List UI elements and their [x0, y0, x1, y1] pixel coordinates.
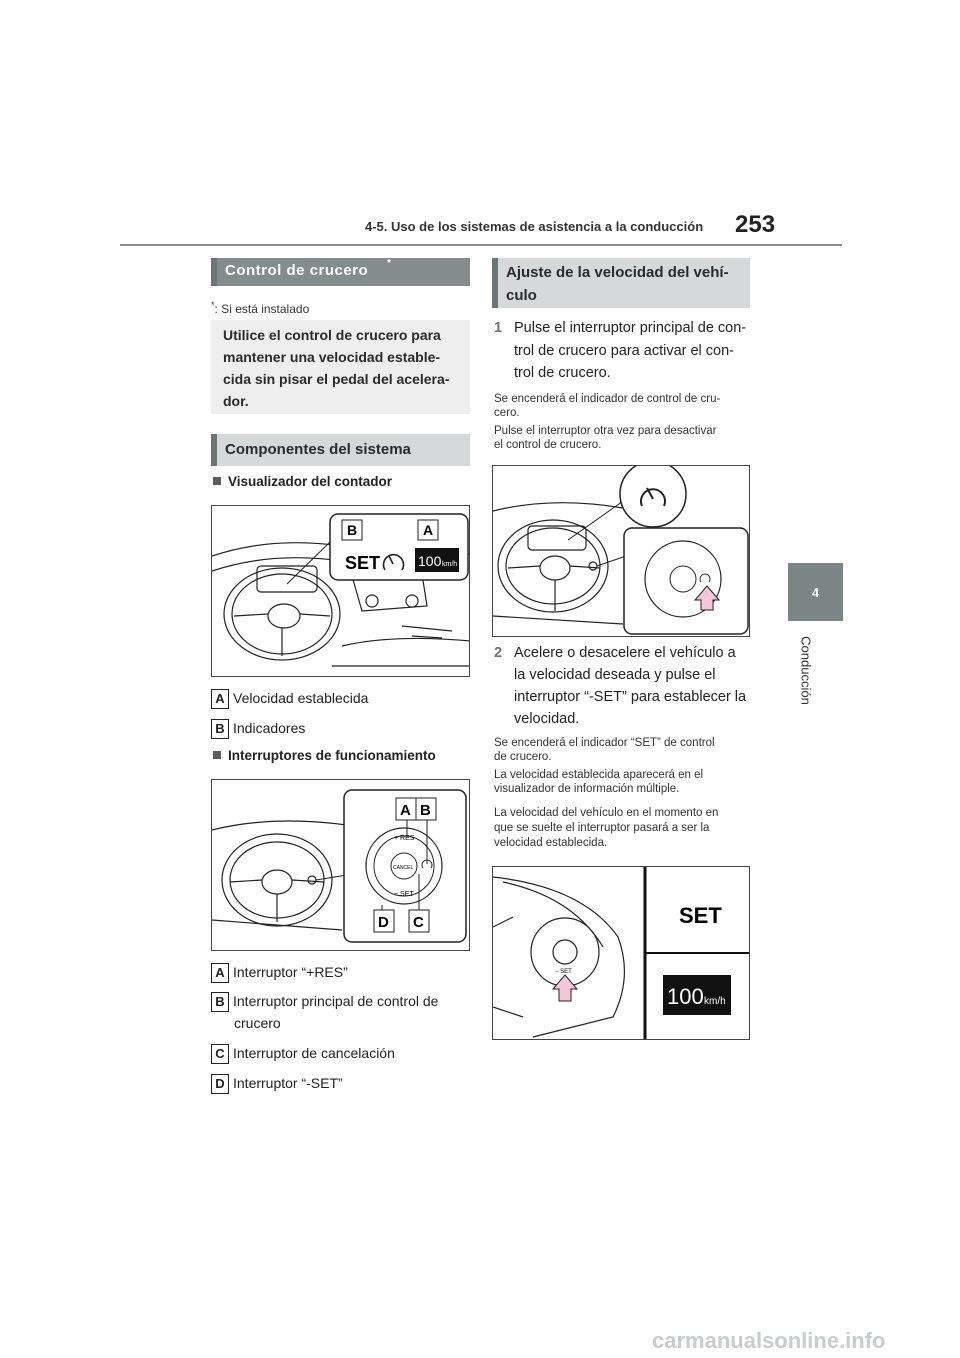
bullet-square-icon [213, 751, 221, 759]
fig1-label-b: B [347, 522, 357, 538]
legend2-text-b-cont: crucero [234, 1015, 281, 1031]
note-2b-l1: La velocidad establecida aparecerá en el [494, 769, 704, 781]
bullet-square-icon [213, 477, 221, 485]
fig2-label-d: D [378, 914, 389, 931]
note-2a-l1: Se encenderá el indicador “SET” de contr… [494, 737, 715, 749]
header-rule [120, 244, 842, 246]
legend1-letter-a: A [211, 689, 229, 710]
step-2-line2: la velocidad deseada y pulse el [514, 667, 716, 683]
main-switch-illustration [493, 466, 749, 635]
fig4-speed: 100 [667, 984, 704, 1009]
legend1-text-b: Indicadores [233, 720, 306, 736]
heading-asterisk: * [387, 258, 391, 269]
fig1-speed: 100 [418, 553, 442, 569]
legend2-letter-b: B [211, 992, 229, 1013]
operation-switches-illustration: + RES CANCEL − SET A B D C [212, 789, 467, 943]
components-heading-text: Componentes del sistema [225, 441, 411, 458]
step-1-line2: trol de crucero para activar el con- [514, 343, 735, 359]
legend2-letter-a: A [211, 963, 229, 984]
legend2-letter-d: D [211, 1074, 229, 1095]
press-arrow-icon [693, 585, 721, 611]
speed-setting-heading-l1: Ajuste de la velocidad del vehí- [506, 264, 729, 281]
legend1-letter-b: B [211, 719, 229, 740]
chapter-tab: 4 [788, 563, 843, 621]
step-1-line1: Pulse el interruptor principal de con- [514, 320, 747, 336]
set-speed-illustration: − SET SET 100 km/h [493, 867, 749, 1039]
subheading-meter-text: Visualizador del contador [228, 474, 393, 489]
meter-display-figure: B A SET 100 km/h [211, 505, 470, 677]
chapter-label: Conducción [798, 636, 814, 705]
fig2-label-b: B [420, 802, 431, 819]
press-arrow-icon [551, 974, 579, 1002]
speed-setting-heading-l2: culo [506, 287, 537, 304]
set-speed-figure: − SET SET 100 km/h [492, 866, 750, 1040]
step-2-line4: velocidad. [514, 711, 580, 727]
note-2a-l2: de crucero. [494, 751, 552, 763]
subheading-switches: Interruptores de funcionamiento [213, 748, 436, 763]
speed-setting-heading: Ajuste de la velocidad del vehí- culo [492, 258, 750, 308]
fig2-set: − SET [394, 891, 414, 898]
chapter-label-wrap: Conducción [796, 628, 816, 718]
cruise-control-heading: Control de crucero * [211, 258, 470, 286]
legend1-text-a: Velocidad establecida [233, 690, 369, 706]
fig2-cancel: CANCEL [393, 865, 414, 871]
step-2-line1: Acelere o desacelere el vehículo a [514, 645, 736, 661]
meter-display-illustration: B A SET 100 km/h [212, 513, 469, 667]
step-1-number: 1 [494, 320, 503, 336]
intro-box: Utilice el control de crucero para mante… [211, 320, 470, 414]
step-1-line3: trol de crucero. [514, 365, 611, 381]
note-1b-l2: el control de crucero. [494, 439, 602, 451]
footnote: *: Si está instalado [211, 300, 309, 316]
legend2-letter-c: C [211, 1044, 229, 1065]
legend2-text-d: Interruptor “-SET” [233, 1075, 343, 1091]
fig2-label-a: A [400, 802, 411, 819]
step-2-line3: interruptor “-SET” para establecer la [514, 689, 747, 705]
note-2c-l2: que se suelte el interruptor pasará a se… [494, 822, 710, 834]
cruise-control-heading-text: Control de crucero [225, 262, 369, 279]
operation-switches-figure: + RES CANCEL − SET A B D C [211, 779, 470, 951]
legend2-text-b: Interruptor principal de control de [233, 993, 439, 1009]
legend2-text-c: Interruptor de cancelación [233, 1045, 395, 1061]
fig4-speed-unit: km/h [704, 996, 726, 1007]
subheading-switches-text: Interruptores de funcionamiento [228, 748, 436, 763]
fig4-set-text: SET [679, 903, 722, 928]
note-2b-l2: visualizador de información múltiple. [494, 783, 680, 795]
legend2-text-a: Interruptor “+RES” [233, 964, 348, 980]
fig1-set-text: SET [345, 553, 380, 573]
watermark: carmanualsonline.info [652, 1328, 886, 1353]
note-1a-l1: Se encenderá el indicador de control de … [494, 393, 721, 405]
subheading-meter: Visualizador del contador [213, 474, 392, 489]
note-2c-l3: velocidad establecida. [494, 837, 608, 849]
note-2c-l1: La velocidad del vehículo en el momento … [494, 807, 719, 819]
fig2-label-c: C [413, 914, 424, 931]
page-number: 253 [735, 211, 776, 238]
note-1b-l1: Pulse el interruptor otra vez para desac… [494, 425, 717, 437]
cruise-gauge-icon [382, 554, 405, 571]
section-title: 4-5. Uso de los sistemas de asistencia a… [365, 219, 704, 234]
fig4-switch-label: − SET [555, 969, 572, 975]
cruise-indicator-icon [640, 487, 666, 507]
step-2-number: 2 [494, 645, 503, 661]
footnote-text: : Si está instalado [214, 302, 310, 316]
fig2-res: + RES [394, 835, 415, 842]
step-2: 2 Acelere o desacelere el vehículo a [494, 642, 736, 664]
fig1-label-a: A [423, 522, 433, 538]
note-1a-l2: cero. [494, 407, 520, 419]
main-switch-figure [492, 465, 750, 637]
main-switch-icon [699, 573, 711, 583]
step-1: 1 Pulse el interruptor principal de con- [494, 317, 746, 339]
components-heading: Componentes del sistema [211, 434, 470, 466]
footnote-mark: * [211, 300, 215, 310]
fig1-speed-unit: km/h [442, 561, 457, 568]
